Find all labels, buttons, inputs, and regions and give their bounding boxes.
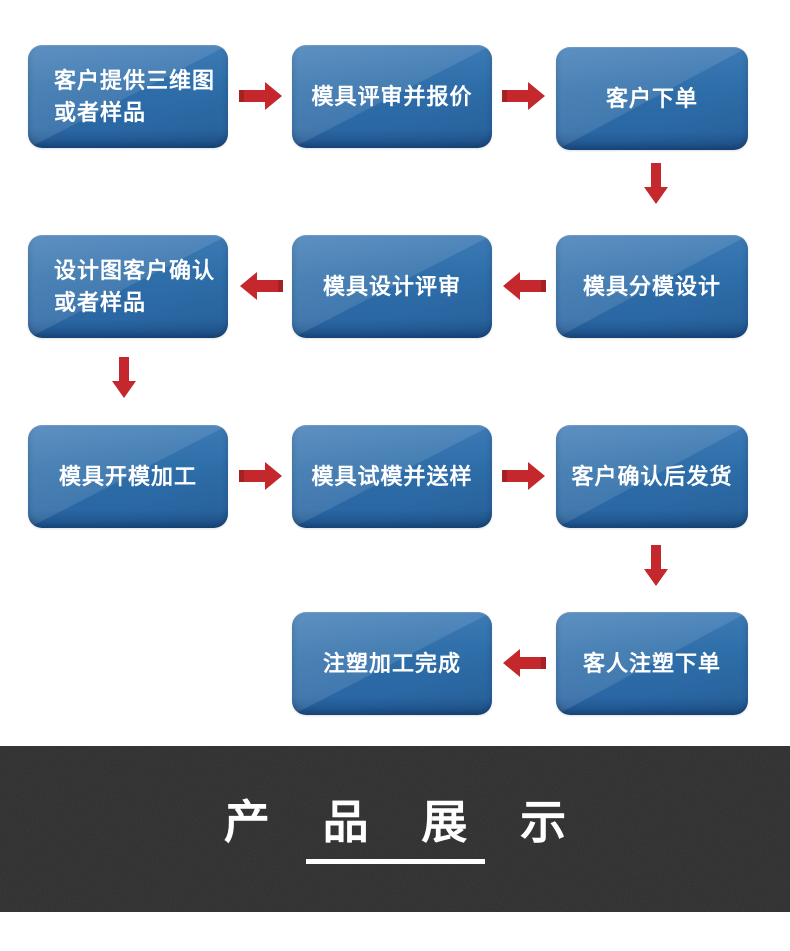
flow-step-label: 模具试模并送样 — [311, 461, 472, 493]
flow-step-label-line1: 客户提供三维图 — [54, 67, 216, 93]
arrow-right-icon — [502, 461, 546, 491]
arrow-right-icon — [502, 81, 546, 111]
flow-step-ship-after-confirmation: 客户确认后发货 — [556, 425, 748, 528]
flow-step-label-line1: 模具设计评审 — [322, 273, 461, 299]
flow-step-label-line1: 模具开模加工 — [58, 463, 197, 489]
flow-step-label-line2: 或者样品 — [54, 289, 147, 315]
flow-step-mold-design-review: 模具设计评审 — [292, 235, 492, 338]
flow-step-injection-order: 客人注塑下单 — [556, 612, 748, 715]
flow-step-label-line1: 设计图客户确认 — [54, 257, 216, 283]
flow-step-injection-complete: 注塑加工完成 — [292, 612, 492, 715]
arrow-right-icon — [239, 81, 283, 111]
flow-step-label: 模具分模设计 — [583, 271, 721, 303]
flow-step-label-line1: 客户下单 — [605, 85, 698, 111]
arrow-down-icon — [111, 357, 137, 399]
flow-step-label: 模具设计评审 — [323, 271, 461, 303]
flow-step-mold-trial-sample: 模具试模并送样 — [292, 425, 492, 528]
noise-texture — [0, 746, 790, 912]
flow-step-mold-machining: 模具开模加工 — [28, 425, 228, 528]
arrow-right-icon — [239, 461, 283, 491]
flow-step-customer-provides-drawing: 客户提供三维图 或者样品 — [28, 45, 228, 148]
flow-step-label-line1: 客人注塑下单 — [582, 650, 721, 676]
arrow-left-icon — [239, 271, 283, 301]
arrow-down-icon — [643, 163, 669, 205]
banner-title: 产 品 展 示 — [223, 796, 587, 848]
flow-step-label-line1: 模具试模并送样 — [311, 463, 473, 489]
flow-step-design-confirmation: 设计图客户确认 或者样品 — [28, 235, 228, 338]
flow-step-label: 模具开模加工 — [59, 461, 197, 493]
arrow-down-icon — [643, 545, 669, 587]
flow-step-label: 注塑加工完成 — [323, 648, 461, 680]
flow-step-label: 客人注塑下单 — [583, 648, 721, 680]
flow-step-mold-review-quote: 模具评审并报价 — [292, 45, 492, 148]
flow-step-label-line2: 或者样品 — [54, 99, 147, 125]
flow-step-customer-order: 客户下单 — [556, 47, 748, 150]
arrow-left-icon — [502, 271, 546, 301]
flow-step-label-line1: 模具评审并报价 — [311, 83, 473, 109]
flow-step-label: 设计图客户确认 或者样品 — [54, 255, 215, 319]
flow-step-label: 客户下单 — [606, 83, 698, 115]
flow-step-label-line1: 客户确认后发货 — [571, 463, 733, 489]
product-display-banner: 产 品 展 示 — [0, 746, 790, 912]
flow-step-label: 客户确认后发货 — [571, 461, 732, 493]
flow-step-label: 客户提供三维图 或者样品 — [54, 65, 215, 129]
flow-step-label: 模具评审并报价 — [311, 81, 472, 113]
flow-step-label-line1: 模具分模设计 — [582, 273, 721, 299]
banner-underline — [306, 859, 485, 864]
arrow-left-icon — [502, 648, 546, 678]
flow-step-label-line1: 注塑加工完成 — [322, 650, 461, 676]
flow-step-mold-parting-design: 模具分模设计 — [556, 235, 748, 338]
